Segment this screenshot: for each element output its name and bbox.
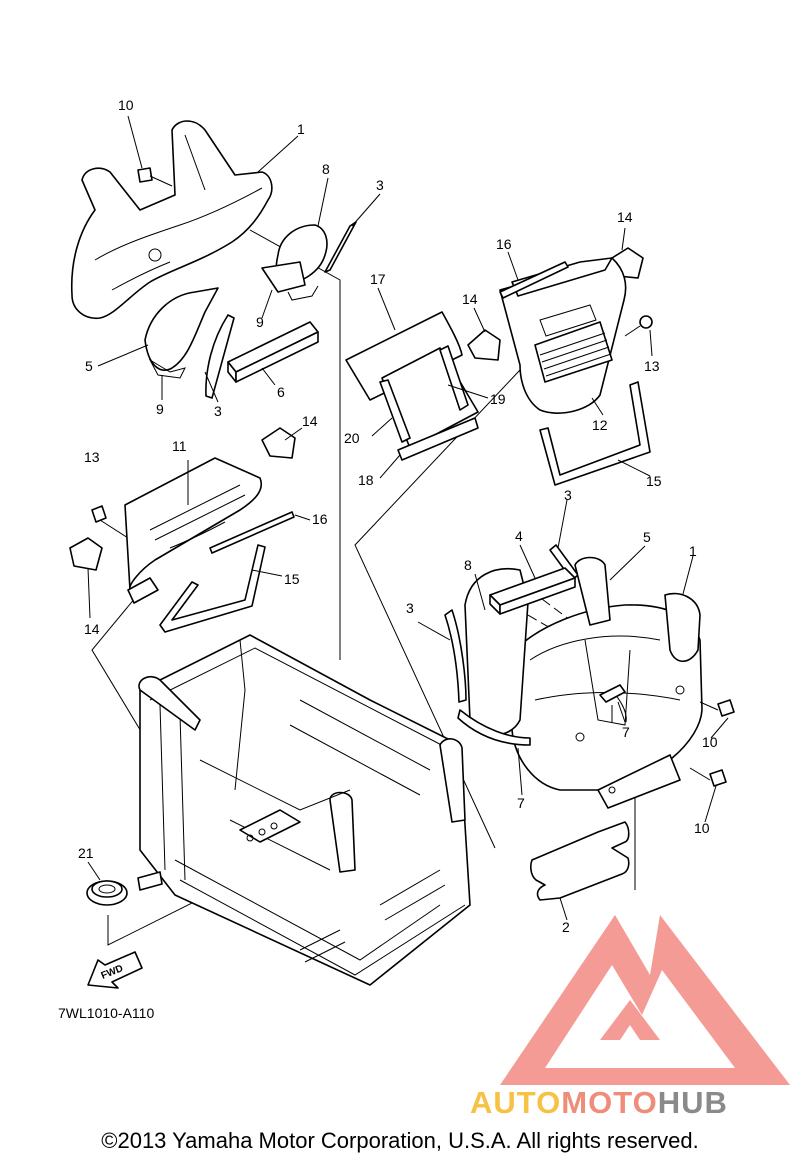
callout-18: 18 bbox=[358, 472, 374, 488]
part-3-strip-second bbox=[205, 314, 235, 399]
part-2-plate bbox=[530, 821, 630, 901]
callout-21: 21 bbox=[78, 845, 94, 861]
callout-5-lower: 5 bbox=[643, 529, 651, 545]
callout-7-left: 7 bbox=[517, 795, 525, 811]
parts-17-20-center-assembly bbox=[345, 311, 479, 461]
part-14-block-a bbox=[467, 329, 501, 361]
callout-3-second: 3 bbox=[214, 403, 222, 419]
part-13-bolt-left bbox=[91, 505, 129, 539]
callout-17: 17 bbox=[370, 271, 386, 287]
callout-13-right: 13 bbox=[644, 358, 660, 374]
callout-3-lower-right: 3 bbox=[564, 487, 572, 503]
part-7-seal-right bbox=[599, 684, 626, 703]
part-14-block-c bbox=[261, 427, 296, 459]
part-15-frame-lower bbox=[159, 544, 266, 633]
watermark-brand-moto: MOTO bbox=[561, 1085, 657, 1120]
callout-8-upper: 8 bbox=[322, 161, 330, 177]
part-15-frame-upper bbox=[539, 381, 651, 486]
leader-lines bbox=[87, 115, 729, 921]
part-12-lamp-housing bbox=[499, 257, 627, 414]
part-7-seal-left bbox=[457, 709, 531, 746]
callout-10-lower-b: 10 bbox=[694, 820, 710, 836]
drawing-code: 7WL1010-A110 bbox=[58, 1005, 154, 1021]
part-5-panel-upper bbox=[144, 287, 219, 379]
part-4-block bbox=[489, 567, 576, 615]
callout-6: 6 bbox=[277, 384, 285, 400]
watermark-brand-hub: HUB bbox=[658, 1085, 728, 1120]
copyright-footer: ©2013 Yamaha Motor Corporation, U.S.A. A… bbox=[101, 1128, 699, 1153]
callout-9-upper: 9 bbox=[256, 314, 264, 330]
callout-16-lower: 16 bbox=[312, 511, 328, 527]
callout-4: 4 bbox=[515, 528, 523, 544]
callout-10-lower-a: 10 bbox=[702, 734, 718, 750]
callout-3-lower-left: 3 bbox=[406, 600, 414, 616]
callout-3-upper: 3 bbox=[376, 177, 384, 193]
callout-14-middle: 14 bbox=[302, 413, 318, 429]
part-1-cover-upper bbox=[70, 120, 273, 320]
logo-inner-mark-shape bbox=[600, 1000, 660, 1040]
part-8-cap-upper bbox=[261, 224, 328, 301]
part-6-block bbox=[227, 321, 319, 383]
callout-19: 19 bbox=[490, 391, 506, 407]
watermark-logo bbox=[500, 915, 790, 1085]
callout-8-lower: 8 bbox=[464, 557, 472, 573]
callout-9-lower: 9 bbox=[156, 401, 164, 417]
part-10-bolt-lower-b bbox=[689, 767, 727, 787]
part-16-strip-upper bbox=[499, 261, 569, 299]
callout-13-left: 13 bbox=[84, 449, 100, 465]
callout-15-lower: 15 bbox=[284, 571, 300, 587]
callout-1-lower: 1 bbox=[689, 543, 697, 559]
main-frame bbox=[137, 634, 471, 986]
callout-2: 2 bbox=[562, 919, 570, 935]
watermark-brand-text: AUTOMOTOHUB bbox=[470, 1085, 728, 1120]
watermark-brand-auto: AUTO bbox=[470, 1085, 561, 1120]
callout-7-right: 7 bbox=[622, 724, 630, 740]
callout-14-upper-right: 14 bbox=[617, 209, 633, 225]
part-3-strip-lower-left bbox=[444, 609, 467, 703]
callout-labels: 10 1 8 3 5 9 9 3 6 17 14 16 14 13 19 20 … bbox=[78, 97, 718, 935]
callout-5-upper: 5 bbox=[85, 358, 93, 374]
part-10-bolt-upper bbox=[137, 167, 173, 187]
part-5-panel-lower bbox=[574, 556, 611, 626]
callout-1-upper: 1 bbox=[297, 121, 305, 137]
part-16-strip-lower bbox=[209, 511, 295, 554]
part-10-bolt-lower-a bbox=[699, 699, 735, 717]
callout-16-upper: 16 bbox=[496, 236, 512, 252]
callout-12: 12 bbox=[592, 417, 608, 433]
callout-14-center: 14 bbox=[462, 291, 478, 307]
part-13-bolt-right bbox=[624, 315, 653, 337]
fwd-arrow: FWD bbox=[87, 951, 143, 989]
callout-10-upper: 10 bbox=[118, 97, 134, 113]
callout-15-upper: 15 bbox=[646, 473, 662, 489]
part-11-lamp-cover bbox=[124, 457, 262, 604]
part-14-block-d bbox=[69, 537, 103, 571]
part-3-strip-upper bbox=[324, 221, 357, 273]
callout-20: 20 bbox=[344, 430, 360, 446]
callout-11: 11 bbox=[172, 438, 187, 454]
part-21-grommet bbox=[86, 880, 128, 906]
callout-14-left: 14 bbox=[84, 621, 100, 637]
